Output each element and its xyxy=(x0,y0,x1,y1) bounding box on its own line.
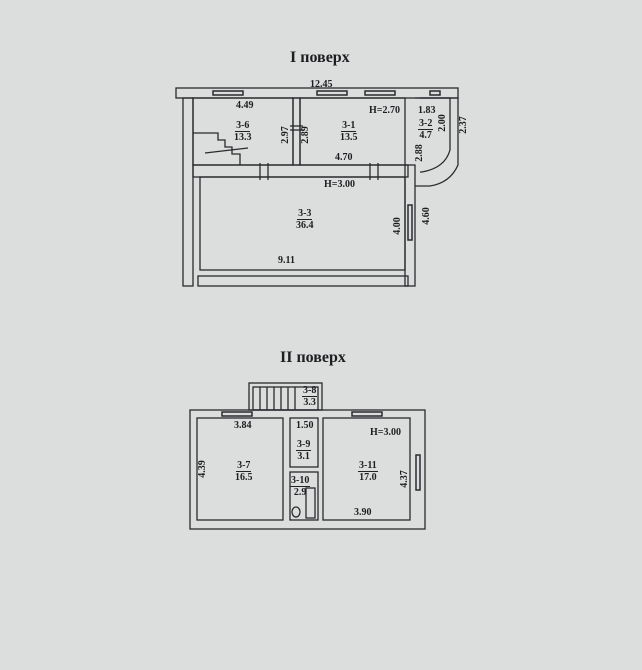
dim-4-39: 4.39 xyxy=(196,460,208,478)
dim-4-60: 4.60 xyxy=(420,207,432,225)
dim-2-88: 2.88 xyxy=(413,144,425,162)
dim-1-83: 1.83 xyxy=(418,105,436,116)
dim-4-00: 4.00 xyxy=(391,217,403,235)
floor2-title: II поверх xyxy=(280,349,346,366)
dim-2-89: 2.89 xyxy=(299,126,311,144)
floor1-walls xyxy=(175,87,459,287)
dim-3-84: 3.84 xyxy=(234,420,252,431)
dim-1-50: 1.50 xyxy=(296,420,314,431)
dim-overall-width: 12.45 xyxy=(310,79,333,90)
ceiling-height-2: H=3.00 xyxy=(324,179,355,190)
dim-4-70: 4.70 xyxy=(335,152,353,163)
dim-2-97: 2.97 xyxy=(279,126,291,144)
dim-3-90: 3.90 xyxy=(354,507,372,518)
floor2-stairs xyxy=(259,387,296,410)
ceiling-height-1: H=2.70 xyxy=(369,105,400,116)
floor1-title: I поверх xyxy=(290,49,350,66)
floor1-doors xyxy=(259,125,379,180)
dim-4-49: 4.49 xyxy=(236,100,254,111)
floor1-stairs xyxy=(193,132,249,165)
ceiling-height-3: H=3.00 xyxy=(370,427,401,438)
floor1-windows xyxy=(212,90,441,241)
dim-2-37: 2.37 xyxy=(457,116,469,134)
floor2-walls xyxy=(189,382,426,530)
floor2-windows xyxy=(221,411,421,491)
dim-4-37: 4.37 xyxy=(398,470,410,488)
dim-2-00: 2.00 xyxy=(436,114,448,132)
dim-9-11: 9.11 xyxy=(278,255,295,266)
bathroom-fixtures xyxy=(291,487,316,519)
